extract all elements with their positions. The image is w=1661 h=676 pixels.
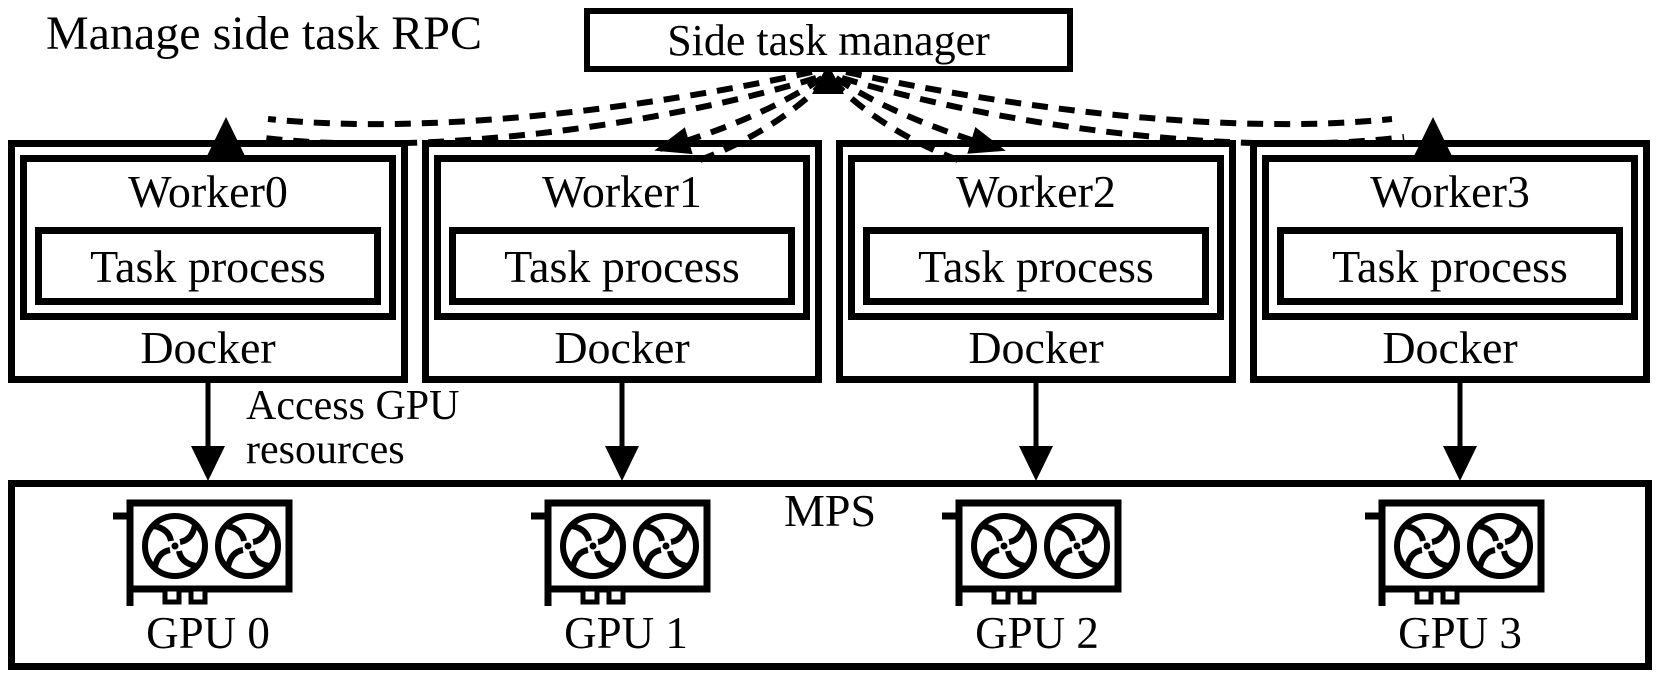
gpu-card-icon bbox=[113, 497, 303, 609]
gpu-access-arrow-3 bbox=[1443, 383, 1477, 481]
worker1-task-process-box: Task process bbox=[449, 227, 795, 305]
worker3-docker-label: Docker bbox=[1382, 322, 1518, 373]
gpu3-label: GPU 3 bbox=[1398, 608, 1522, 658]
task-process-label: Task process bbox=[504, 240, 740, 292]
gpu-unit-3: GPU 3 bbox=[1364, 497, 1556, 656]
side-task-manager-label: Side task manager bbox=[667, 15, 990, 65]
worker2-docker-label: Docker bbox=[968, 322, 1104, 373]
access-gpu-note: Access GPU resources bbox=[246, 384, 459, 472]
worker1-box: Worker1 Task process bbox=[434, 155, 810, 320]
task-process-label: Task process bbox=[1332, 240, 1568, 292]
gpu-card-icon bbox=[942, 497, 1132, 609]
worker0-docker-box: Worker0 Task process Docker bbox=[8, 140, 408, 383]
mps-label: MPS bbox=[783, 485, 877, 536]
gpu-access-arrow-1 bbox=[605, 383, 639, 481]
task-process-label: Task process bbox=[918, 240, 1154, 292]
worker3-task-process-box: Task process bbox=[1277, 227, 1623, 305]
worker3-box: Worker3 Task process bbox=[1262, 155, 1638, 320]
gpu-card-icon bbox=[531, 497, 721, 609]
worker3-docker-box: Worker3 Task process Docker bbox=[1250, 140, 1650, 383]
worker2-task-process-box: Task process bbox=[863, 227, 1209, 305]
gpu-unit-0: GPU 0 bbox=[112, 497, 304, 656]
worker0-task-process-box: Task process bbox=[35, 227, 381, 305]
gpu-unit-1: GPU 1 bbox=[530, 497, 722, 656]
manage-rpc-note: Manage side task RPC bbox=[46, 7, 482, 60]
access-gpu-note-line1: Access GPU bbox=[246, 383, 460, 429]
worker1-docker-label: Docker bbox=[554, 322, 690, 373]
worker3-title: Worker3 bbox=[1370, 166, 1530, 217]
worker2-box: Worker2 Task process bbox=[848, 155, 1224, 320]
gpu-card-icon bbox=[1365, 497, 1555, 609]
worker2-docker-box: Worker2 Task process Docker bbox=[836, 140, 1236, 383]
worker0-box: Worker0 Task process bbox=[20, 155, 396, 320]
gpu-access-arrow-2 bbox=[1019, 383, 1053, 481]
worker1-docker-box: Worker1 Task process Docker bbox=[422, 140, 822, 383]
gpu0-label: GPU 0 bbox=[146, 608, 270, 658]
worker1-title: Worker1 bbox=[542, 166, 702, 217]
gpu2-label: GPU 2 bbox=[975, 608, 1099, 658]
gpu-access-arrow-0 bbox=[191, 383, 225, 481]
side-task-manager-box: Side task manager bbox=[584, 8, 1073, 72]
task-process-label: Task process bbox=[90, 240, 326, 292]
worker0-title: Worker0 bbox=[128, 166, 288, 217]
access-gpu-note-line2: resources bbox=[246, 427, 405, 473]
worker0-docker-label: Docker bbox=[140, 322, 276, 373]
gpu1-label: GPU 1 bbox=[564, 608, 688, 658]
worker2-title: Worker2 bbox=[956, 166, 1116, 217]
gpu-unit-2: GPU 2 bbox=[941, 497, 1133, 656]
